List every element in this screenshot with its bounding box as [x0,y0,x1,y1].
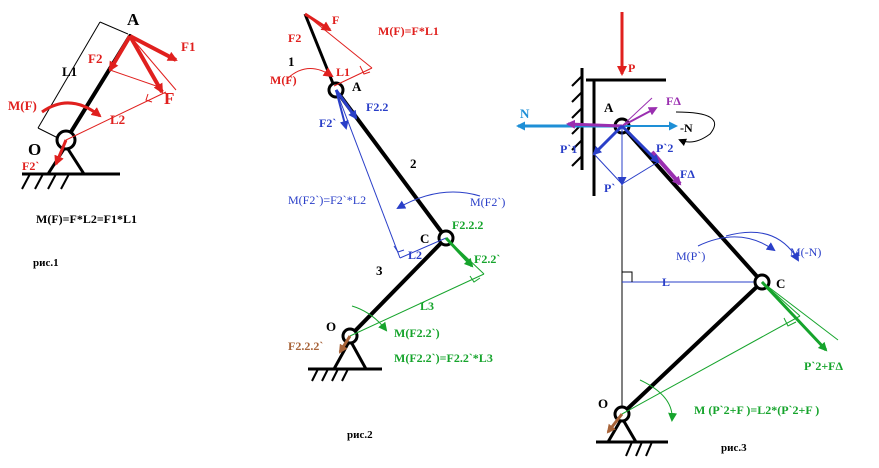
support-fig2 [331,336,369,371]
label-MPp: M(P`) [676,249,705,263]
label-F2p-fig2: F2` [319,116,336,130]
moment-arc-MF2p [396,191,481,209]
link-AC [620,124,764,284]
label-L1: L1 [62,64,77,79]
label-F: F [164,89,174,108]
label-O-fig3: O [598,396,608,411]
equation-MF2p: M(F2`)=F2`*L2 [288,193,366,207]
arrow-F-fig2 [304,12,332,32]
ground-hatch [21,173,70,190]
arrow-Fdelta-lower [650,150,682,186]
arrow-P1 [592,124,624,156]
label-F22p: F2.2` [474,252,500,266]
caption-fig1: рис.1 [33,257,59,269]
arrow-F1 [129,34,178,62]
label-N: N [520,106,530,121]
label-Fdelta2: FΔ [680,167,695,181]
label-link-3: 3 [376,263,383,278]
label-L: L [662,275,670,289]
label-MF2p-right: M(F2`) [470,195,505,209]
arrow-purple-left [566,119,623,129]
label-L2: L2 [110,112,125,127]
label-F1: F1 [181,39,195,54]
label-P: P [628,61,635,75]
label-L1-fig2: L1 [336,65,350,79]
moment-arc-MF [41,101,102,118]
label-F222p: F2.2.2` [288,339,323,353]
arrow-F2p [54,139,68,166]
label-P2: P`2 [656,141,673,155]
arrow-F2p-fig2 [335,89,349,130]
link-CO [620,280,764,416]
arrow-Fdelta-top [621,107,658,127]
label-MF-fig2: M(F) [270,73,297,87]
equation-MF-fig2: M(F)=F*L1 [378,24,439,38]
arrow-F222p [338,335,352,354]
label-F22: F2.2 [366,100,388,114]
arrow-reaction-O [606,413,624,434]
L2-line [65,91,167,141]
figure-1: A O F F1 F2 F2` L1 L2 M(F) M(F)=F*L2=F1*… [8,10,195,269]
label-F2: F2 [88,51,102,66]
equation-fig1: M(F)=F*L2=F1*L1 [36,212,137,226]
L2-line-fig2 [335,89,401,259]
arrow-F22 [334,89,358,120]
arrow-P2F [760,280,828,352]
label-F222: F2.2.2 [452,218,483,232]
label-P2F: P`2+FΔ [804,359,843,373]
label-A: A [127,10,140,29]
moment-arc-MF22p [351,305,388,332]
arrow-F [128,35,164,94]
label-MminusN: M(-N) [790,245,821,259]
label-C-fig3: C [776,276,785,291]
L1-line [37,21,101,129]
label-link-1: 1 [288,54,295,69]
figure-2: F2 F M(F)=F*L1 1 L1 M(F) A F2.2 F2` 2 M(… [270,12,505,441]
label-MF: M(F) [8,98,37,113]
label-F2p: F2` [22,159,39,173]
moment-arc-O [639,379,678,422]
label-P1: P`1 [560,142,577,156]
label-L3: L3 [420,299,434,313]
label-F-fig2: F [332,13,339,27]
equation-fig3: M (P`2+F )=L2*(P`2+F ) [694,403,819,417]
label-A-fig2: A [352,79,362,94]
label-F2-fig2: F2 [288,31,301,45]
moment-arc-MminusN [725,231,800,262]
label-C-fig2: C [420,231,429,246]
arrow-P2 [620,124,660,164]
link-3 [348,236,448,338]
label-O-fig2: O [326,319,336,334]
caption-fig2: рис.2 [347,429,373,441]
label-Pp: P` [604,181,615,195]
moment-arc-MPp [697,236,776,252]
label-A-fig3: A [604,100,614,115]
figure-3: P N -N A FΔ P`1 P`2 P` FΔ M(P`) M(-N) L … [516,12,843,457]
equation-MF22p: M(F2.2`)=F2.2`*L3 [394,351,493,365]
label-L2-fig2: L2 [408,248,422,262]
L3-line [349,273,485,337]
moment-arc-A [675,111,716,147]
caption-fig3: рис.3 [721,442,747,454]
label-minusN: -N [680,121,693,135]
arrow-F2 [108,34,132,72]
label-link-2: 2 [410,156,417,171]
label-O: O [28,140,41,159]
label-MF22p: M(F2.2`) [394,326,440,340]
label-Fdelta: FΔ [666,94,681,108]
lever-arm-line [621,315,801,415]
